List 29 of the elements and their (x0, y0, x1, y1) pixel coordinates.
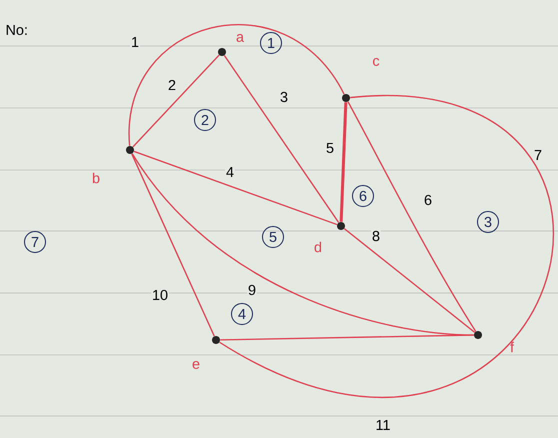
graph-edge (131, 154, 215, 336)
vertex-label: c (373, 58, 380, 66)
vertex-label: a (236, 34, 244, 42)
face-number: 6 (352, 185, 374, 207)
edge-label: 1 (130, 36, 140, 48)
graph-edge (219, 96, 554, 398)
face-number: 3 (477, 211, 499, 233)
graph-edge (128, 24, 345, 146)
edge-label: 2 (167, 78, 177, 92)
note-text: No: (6, 24, 27, 36)
graph-edge (347, 101, 476, 332)
face-number: 4 (231, 303, 253, 325)
vertex-label: b (92, 172, 100, 184)
graph-edge (132, 54, 220, 148)
graph-edge (220, 334, 474, 341)
face-number: 7 (24, 231, 46, 253)
edge-label: 4 (225, 166, 235, 178)
graph-edge (340, 102, 348, 222)
graph-edge (344, 228, 476, 333)
vertex-label: e (192, 361, 200, 369)
vertex-label: f (510, 342, 514, 352)
graph-edge (224, 55, 340, 223)
face-number: 1 (260, 32, 282, 54)
edge-label: 7 (533, 149, 543, 161)
note-text: 11 (376, 420, 390, 430)
vertex-label: d (314, 242, 322, 252)
face-number: 2 (194, 109, 216, 131)
face-number: 5 (262, 226, 284, 248)
graph-edge (134, 150, 338, 226)
